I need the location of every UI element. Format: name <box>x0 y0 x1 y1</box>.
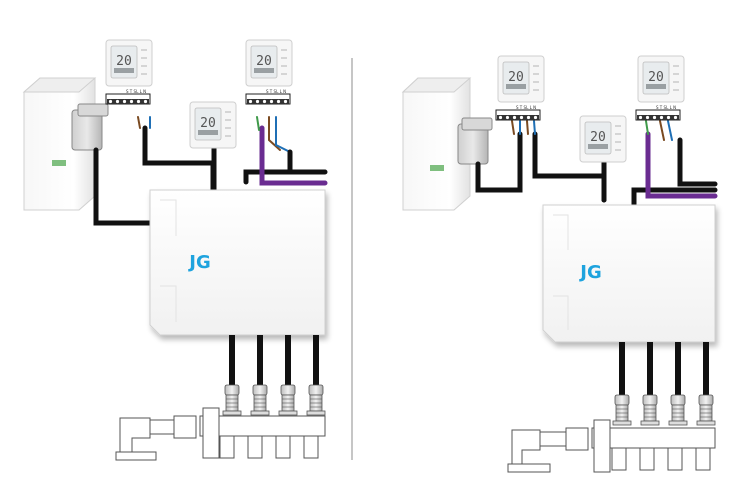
manifold-valve-right-2 <box>640 394 660 426</box>
terminal-labels-right-2: S T SL L N <box>656 105 676 110</box>
thermostat-display-2: 20 <box>200 116 216 131</box>
manifold-valve-left-3 <box>278 384 298 416</box>
terminal-block-right-2 <box>635 109 681 121</box>
left-wiring-diagram: S T SL L N S T SL L N JG <box>22 39 328 461</box>
manifold-valve-right-3 <box>668 394 688 426</box>
terminal-block-left-2 <box>245 93 291 105</box>
manifold-valve-left-1 <box>222 384 242 416</box>
manifold-valve-right-1 <box>612 394 632 426</box>
manifold-valve-right-4 <box>696 394 716 426</box>
wiring-centre-right <box>542 204 716 343</box>
terminal-labels-left-2: S T SL L N <box>266 89 286 94</box>
right-cables <box>475 120 718 208</box>
right-wiring-diagram: S T SL L N S T SL L N JG <box>401 55 718 473</box>
terminal-labels-right-1: S T SL L N <box>516 105 536 110</box>
thermostat-display-5: 20 <box>590 130 606 145</box>
thermostat-display-6: 20 <box>648 70 664 85</box>
manifold-pipes-right <box>619 342 709 398</box>
boiler-right <box>401 77 472 211</box>
terminal-block-right-1 <box>495 109 541 121</box>
wiring-centre-left <box>149 189 326 336</box>
boiler-actuator <box>71 103 109 151</box>
thermostat-display-1: 20 <box>116 54 132 69</box>
boiler-actuator-right <box>457 117 493 165</box>
terminal-block-left-1 <box>105 93 151 105</box>
brand-logo-right: JG <box>578 262 601 283</box>
left-cables <box>93 116 328 226</box>
terminal-labels-left-1: S T SL L N <box>126 89 146 94</box>
manifold-pipes-left <box>229 335 319 388</box>
brand-logo-left: JG <box>187 252 210 273</box>
manifold-body-left <box>115 407 326 461</box>
manifold-valve-left-4 <box>306 384 326 416</box>
thermostat-display-3: 20 <box>256 54 272 69</box>
manifold-body-right <box>507 419 716 473</box>
thermostat-display-4: 20 <box>508 70 524 85</box>
manifold-valve-left-2 <box>250 384 270 416</box>
